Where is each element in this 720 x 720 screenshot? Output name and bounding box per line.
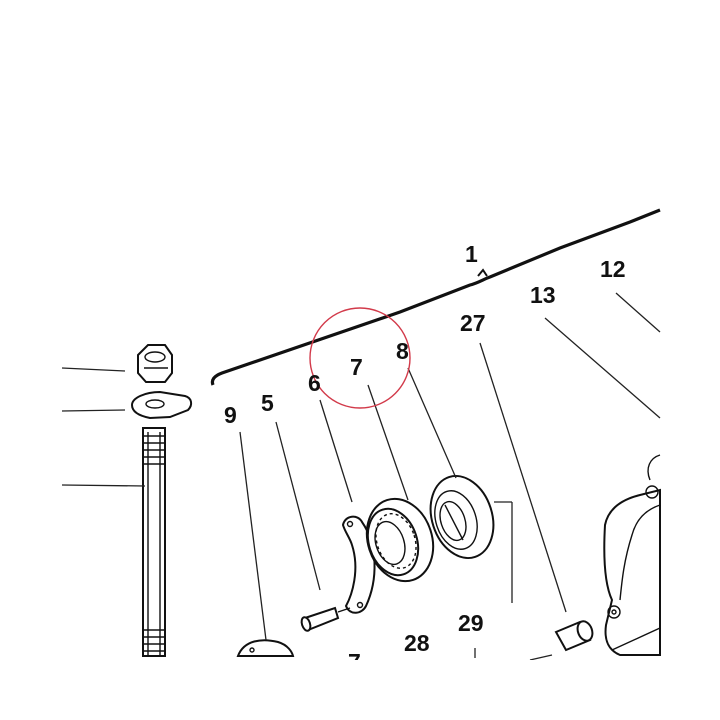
- right-housing-bracket: [603, 454, 661, 656]
- callout-8: 8: [396, 338, 409, 364]
- right-crop: [662, 0, 720, 720]
- callout-6: 6: [308, 370, 321, 396]
- callout-29: 29: [458, 610, 484, 636]
- part-7-bearing: [365, 497, 435, 583]
- callout-9: 9: [224, 402, 237, 428]
- callout-5: 5: [261, 390, 274, 416]
- part-8-seal: [429, 474, 495, 560]
- stud-nut-assembly: [61, 344, 193, 657]
- highlight-circle: [309, 307, 411, 409]
- leader-lines: [239, 292, 661, 641]
- part-9-cap: [236, 639, 295, 657]
- part-29-bracket: [474, 501, 553, 661]
- callout-12: 12: [600, 256, 626, 282]
- callout-28: 28: [404, 630, 430, 656]
- callout-7: 7: [350, 354, 363, 380]
- bottom-crop: [0, 660, 720, 720]
- housing-outline: [210, 208, 661, 386]
- callout-1: 1: [465, 241, 478, 267]
- part-5-screw: [300, 606, 351, 632]
- part-13-bushing: [554, 620, 594, 652]
- callout-labels: 1 12 13 27 8 7 6 5 9 29 28 7: [224, 241, 626, 675]
- callout-13: 13: [530, 282, 556, 308]
- callout-27: 27: [460, 310, 486, 336]
